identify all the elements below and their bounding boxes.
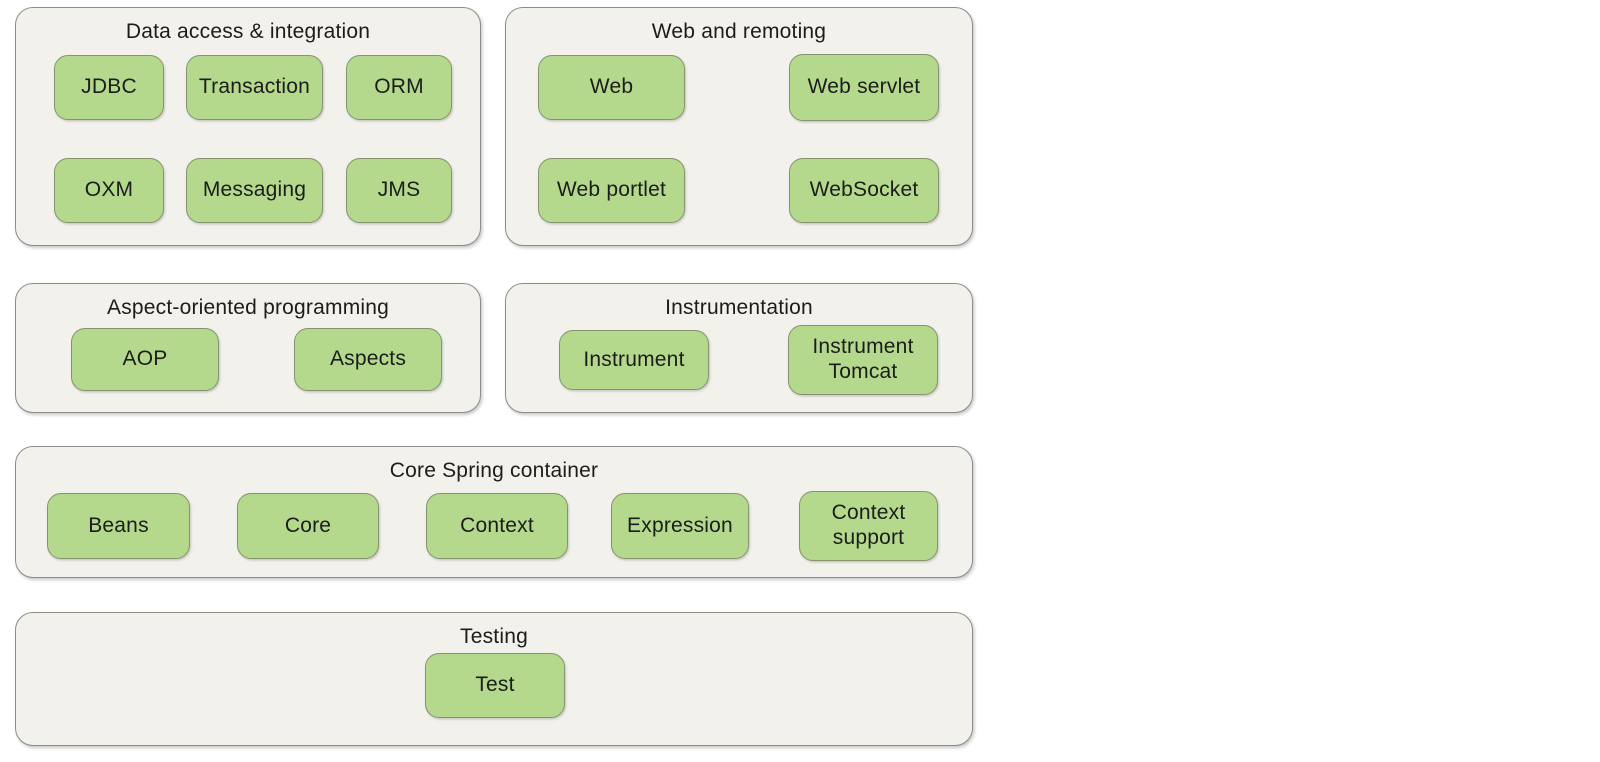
module-instrument: Instrument (559, 330, 709, 390)
module-web-servlet: Web servlet (789, 54, 939, 121)
panel-aspect-oriented-programming: Aspect-oriented programming AOP Aspects (15, 283, 481, 413)
module-expression: Expression (611, 493, 749, 559)
panel-title-core-spring-container: Core Spring container (389, 459, 599, 482)
module-orm: ORM (346, 55, 452, 120)
panel-data-access-integration: Data access & integration JDBC Transacti… (15, 7, 481, 246)
panel-testing: Testing Test (15, 612, 973, 746)
module-aop: AOP (71, 328, 219, 391)
module-instrument-tomcat: Instrument Tomcat (788, 325, 938, 395)
module-aspects: Aspects (294, 328, 442, 391)
module-test: Test (425, 653, 565, 718)
module-jms: JMS (346, 158, 452, 223)
panel-web-and-remoting: Web and remoting Web Web servlet Web por… (505, 7, 973, 246)
module-oxm: OXM (54, 158, 164, 223)
module-jdbc: JDBC (54, 55, 164, 120)
module-context-support: Context support (799, 491, 938, 561)
panel-title-data-access-integration: Data access & integration (125, 20, 371, 43)
panel-title-web-and-remoting: Web and remoting (651, 20, 827, 43)
panel-instrumentation: Instrumentation Instrument Instrument To… (505, 283, 973, 413)
module-web: Web (538, 55, 685, 120)
panel-title-instrumentation: Instrumentation (665, 296, 813, 319)
module-context: Context (426, 493, 568, 559)
panel-title-aspect-oriented-programming: Aspect-oriented programming (106, 296, 390, 319)
module-core: Core (237, 493, 379, 559)
module-messaging: Messaging (186, 158, 323, 223)
module-transaction: Transaction (186, 55, 323, 120)
module-websocket: WebSocket (789, 158, 939, 223)
module-web-portlet: Web portlet (538, 158, 685, 223)
panel-core-spring-container: Core Spring container Beans Core Context… (15, 446, 973, 578)
panel-title-testing: Testing (460, 625, 528, 648)
module-beans: Beans (47, 493, 190, 559)
